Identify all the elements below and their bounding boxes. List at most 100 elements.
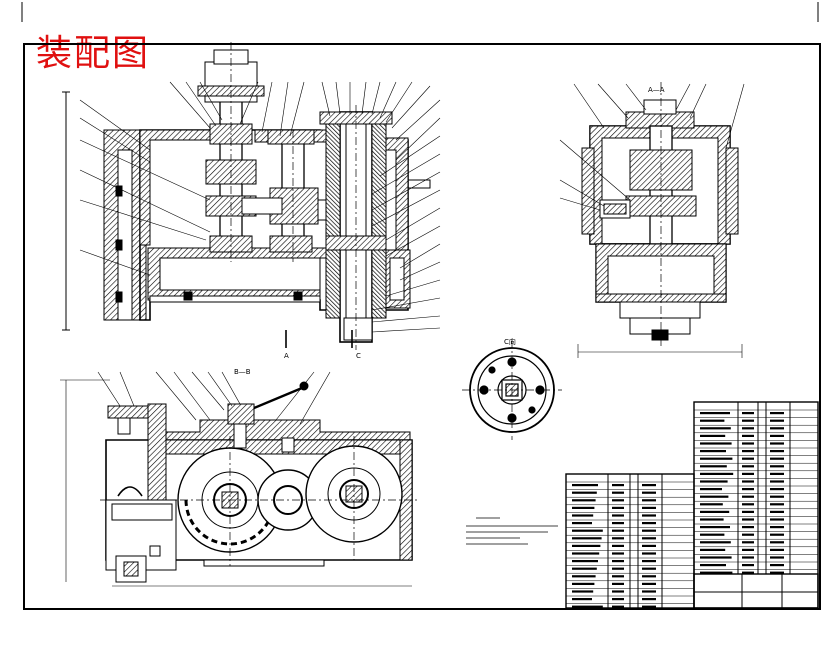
table-cell-text	[642, 491, 656, 494]
c-view	[462, 340, 562, 440]
table-cell-text	[770, 503, 784, 506]
table-cell-text	[700, 412, 730, 415]
table-cell-text	[572, 544, 601, 547]
table-cell-text	[612, 598, 624, 601]
table-cell-text	[572, 529, 603, 532]
table-cell-text	[572, 491, 597, 494]
table-cell-text	[572, 506, 595, 509]
table-cell-text	[700, 503, 723, 506]
table-cell-text	[642, 582, 656, 585]
table-cell-text	[770, 518, 784, 521]
table-cell-text	[770, 480, 784, 483]
table-cell-text	[572, 582, 595, 585]
table-cell-text	[642, 522, 656, 525]
table-cell-text	[770, 488, 784, 491]
table-cell-text	[742, 488, 754, 491]
table-cell-text	[612, 590, 624, 593]
table-cell-text	[742, 533, 754, 536]
table-cell-text	[770, 457, 784, 460]
table-cell-text	[700, 533, 725, 536]
table-cell-text	[642, 552, 656, 555]
table-cell-text	[642, 506, 656, 509]
table-cell-text	[572, 575, 596, 578]
aa-section-view	[559, 82, 745, 358]
table-cell-text	[770, 465, 784, 468]
table-cell-text	[742, 548, 754, 551]
table-cell-text	[572, 605, 603, 608]
table-cell-text	[642, 529, 656, 532]
table-cell-text	[770, 571, 784, 574]
table-cell-text	[770, 434, 784, 437]
table-cell-text	[572, 598, 592, 601]
table-cell-text	[572, 552, 600, 555]
table-cell-text	[612, 537, 624, 540]
bb-view-label: B—B	[234, 368, 251, 376]
table-cell-text	[700, 434, 726, 437]
table-cell-text	[770, 541, 784, 544]
table-cell-text	[700, 419, 725, 422]
table-cell-text	[770, 412, 784, 415]
bb-section-view	[60, 371, 420, 587]
table-cell-text	[612, 582, 624, 585]
table-cell-text	[742, 571, 754, 574]
section-mark-c: C	[356, 352, 361, 360]
table-cell-text	[742, 564, 754, 567]
table-cell-text	[642, 567, 656, 570]
table-cell-text	[742, 518, 754, 521]
table-cell-text	[770, 526, 784, 529]
table-cell-text	[572, 484, 598, 487]
table-cell-text	[770, 533, 784, 536]
table-cell-text	[612, 552, 624, 555]
table-cell-text	[572, 567, 597, 570]
table-cell-text	[572, 560, 598, 563]
table-cell-text	[572, 590, 594, 593]
table-cell-text	[742, 495, 754, 498]
table-cell-text	[742, 510, 754, 513]
table-cell-text	[700, 510, 730, 513]
table-cell-text	[700, 548, 726, 551]
table-cell-text	[700, 465, 727, 468]
table-cell-text	[612, 522, 624, 525]
table-cell-text	[700, 526, 730, 529]
technical-notes	[466, 517, 558, 545]
table-cell-text	[700, 556, 732, 559]
table-cell-text	[742, 480, 754, 483]
table-cell-text	[700, 442, 732, 445]
table-cell-text	[700, 495, 729, 498]
table-cell-text	[742, 472, 754, 475]
table-cell-text	[612, 514, 624, 517]
table-cell-text	[700, 488, 722, 491]
table-cell-text	[770, 472, 784, 475]
table-cell-text	[700, 541, 731, 544]
table-cell-text	[642, 484, 656, 487]
table-cell-text	[770, 510, 784, 513]
table-cell-text	[612, 529, 624, 532]
table-cell-text	[642, 544, 656, 547]
table-cell-text	[700, 427, 731, 430]
table-cell-text	[642, 575, 656, 578]
table-cell-text	[742, 427, 754, 430]
table-cell-text	[612, 560, 624, 563]
table-cell-text	[642, 537, 656, 540]
table-cell-text	[770, 548, 784, 551]
table-cell-text	[742, 465, 754, 468]
table-cell-text	[742, 412, 754, 415]
drawing-title: 装配图	[36, 33, 151, 74]
table-cell-text	[700, 472, 734, 475]
table-cell-text	[612, 506, 624, 509]
table-cell-text	[572, 514, 594, 517]
table-cell-text	[642, 514, 656, 517]
parts-list-rows	[566, 409, 818, 608]
table-cell-text	[612, 605, 624, 608]
aa-view-label: A—A	[648, 86, 665, 94]
table-cell-text	[742, 442, 754, 445]
table-cell-text	[642, 560, 656, 563]
table-cell-text	[770, 556, 784, 559]
c-view-label: C向	[504, 337, 516, 346]
table-cell-text	[612, 484, 624, 487]
table-cell-text	[770, 495, 784, 498]
table-cell-text	[770, 442, 784, 445]
front-section-view	[62, 42, 441, 350]
table-cell-text	[700, 571, 733, 574]
table-cell-text	[612, 499, 624, 502]
